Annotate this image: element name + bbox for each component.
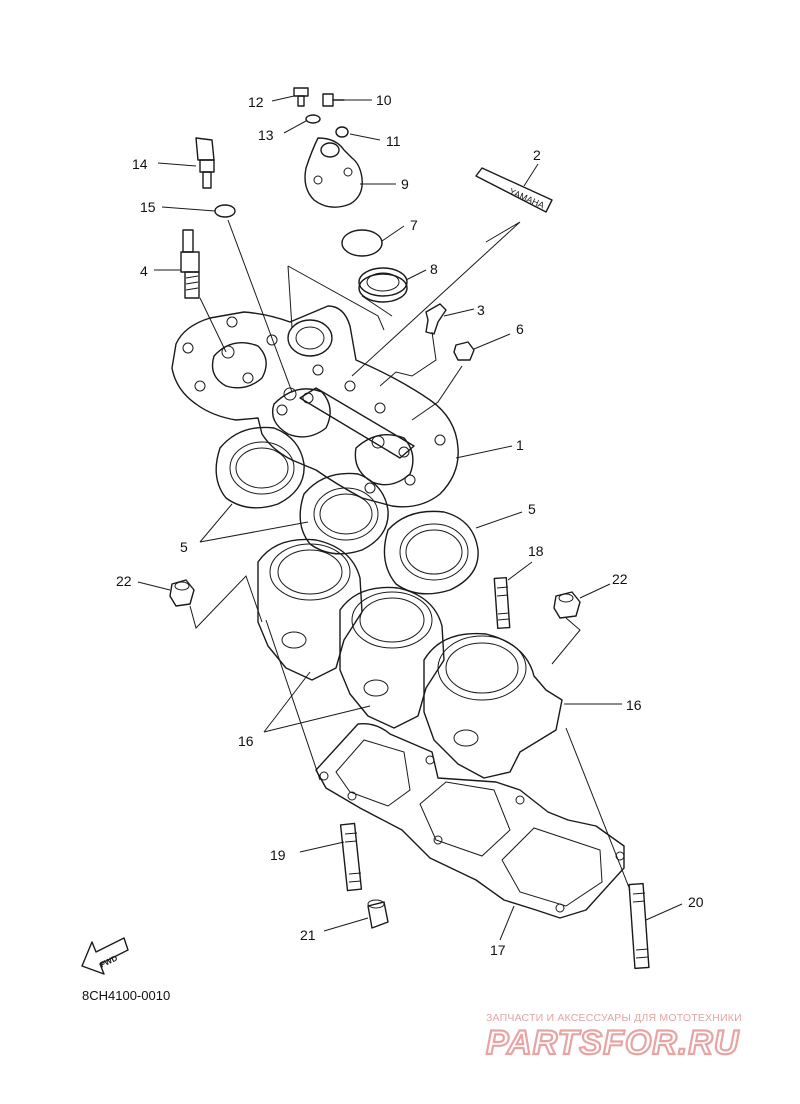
part-6-nut: [453, 341, 475, 361]
part-9-thermostat-cover: [304, 137, 363, 208]
callout-14: 14: [132, 156, 148, 172]
callout-9: 9: [401, 176, 409, 192]
part-14-temperature-sensor: [195, 137, 215, 189]
callout-10: 10: [376, 92, 392, 108]
callout-5-left: 5: [180, 539, 188, 555]
callout-5-right: 5: [528, 501, 536, 517]
callout-22-left: 22: [116, 573, 132, 589]
part-20-stud: [628, 882, 650, 970]
watermark-logo-text: PARTSFOR.RU: [486, 1024, 740, 1062]
callout-1: 1: [516, 437, 524, 453]
fwd-label: FWD: [99, 953, 120, 969]
part-3-fitting: [425, 303, 447, 335]
callout-16-left: 16: [238, 733, 254, 749]
callout-2: 2: [533, 147, 541, 163]
alignment-lines: [189, 219, 631, 891]
part-22-nut-left: [169, 579, 195, 607]
callout-labels: 2 3 4 5 5 6 7 8 9 10 11 12 13 14 15 1 16…: [116, 92, 704, 958]
part-8-thermostat: [358, 267, 408, 303]
callout-17: 17: [490, 942, 506, 958]
callout-15: 15: [140, 199, 156, 215]
part-4-spark-plug: [180, 229, 200, 299]
emblem-text: YAMAHA: [508, 186, 546, 210]
callout-8: 8: [430, 261, 438, 277]
callout-3: 3: [477, 302, 485, 318]
callout-21: 21: [300, 927, 316, 943]
callout-22-right: 22: [612, 571, 628, 587]
fwd-arrow-icon: FWD: [81, 937, 129, 975]
part-21-nut: [367, 899, 389, 929]
part-19-stud: [339, 822, 363, 892]
part-2-emblem: YAMAHA: [475, 167, 553, 213]
callout-20: 20: [688, 894, 704, 910]
callout-7: 7: [410, 217, 418, 233]
part-11-nut: [335, 126, 349, 138]
callout-19: 19: [270, 847, 286, 863]
part-1-cylinder-head: [171, 305, 459, 508]
callout-12: 12: [248, 94, 264, 110]
part-16-cylinders: [257, 538, 563, 779]
part-15-washer: [214, 204, 236, 218]
callout-6: 6: [516, 321, 524, 337]
watermark-tagline: ЗАПЧАСТИ И АКСЕССУАРЫ ДЛЯ МОТОТЕХНИКИ: [486, 1012, 742, 1024]
part-13-washer: [305, 114, 321, 124]
catalog-code: 8CH4100-0010: [82, 988, 171, 1003]
part-12-bolt: [293, 87, 309, 107]
callout-4: 4: [140, 263, 148, 279]
leader-lines: [137, 95, 683, 941]
watermark-logo: PARTSFOR.RU: [485, 1023, 740, 1062]
callout-16-right: 16: [626, 697, 642, 713]
part-18-stud: [493, 576, 511, 630]
part-5-head-gaskets: [215, 426, 479, 595]
part-17-base-gasket: [315, 723, 625, 919]
callout-11: 11: [386, 133, 401, 149]
part-22-nut-right: [553, 591, 581, 619]
callout-18: 18: [528, 543, 544, 559]
part-7-o-ring: [341, 229, 383, 257]
callout-13: 13: [258, 127, 274, 143]
